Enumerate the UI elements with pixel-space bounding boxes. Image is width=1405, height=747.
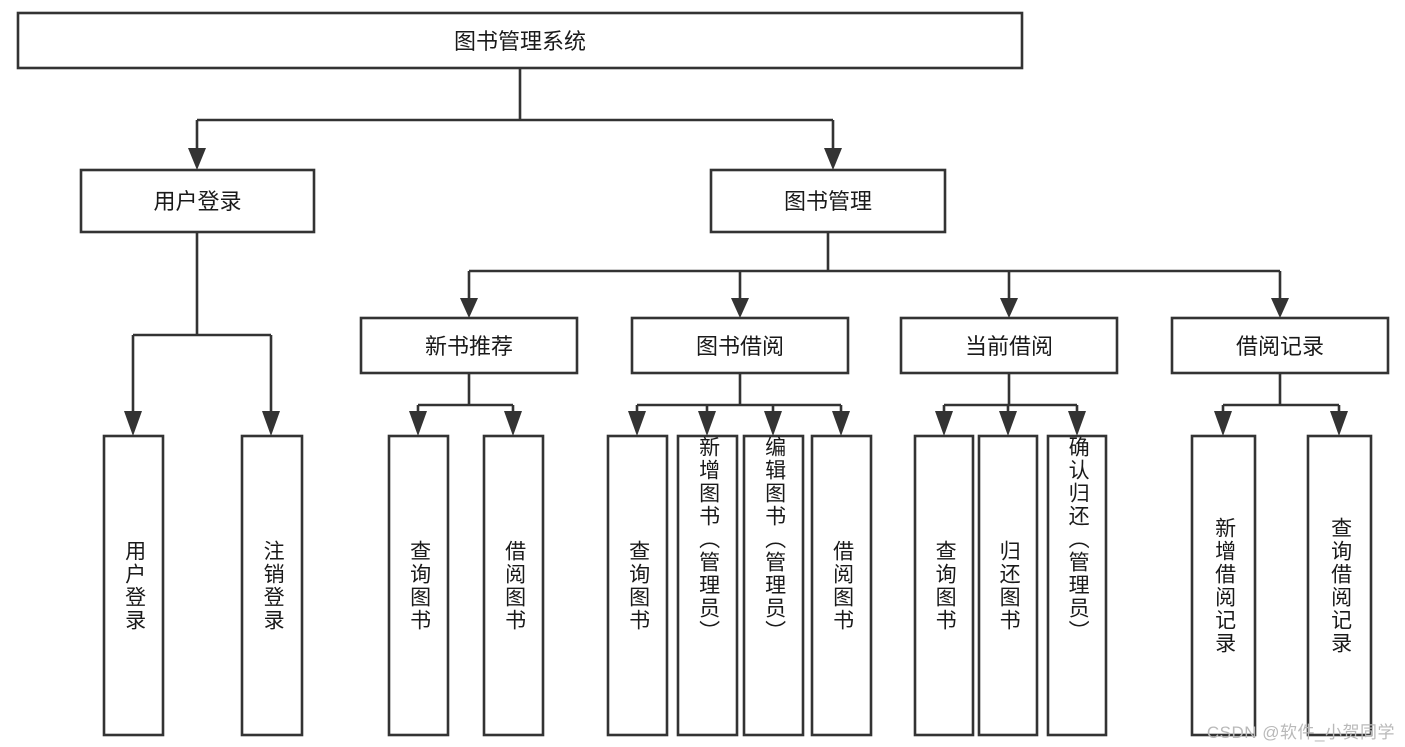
arrow-head-leaf-query-record [1330,411,1348,436]
leaf-node-user-login-box[interactable] [102,434,165,737]
leaf-node-borrow-book-1-box[interactable] [482,434,545,737]
node-borrow-record-box [1170,316,1390,375]
arrow-head-leaf-confirm-return [1068,411,1086,436]
node-book-management-label: 图书管理 [784,189,872,214]
node-current-borrow[interactable]: 当前借阅 [899,316,1119,375]
node-book-management[interactable]: 图书管理 [709,168,947,234]
node-root-system-label: 图书管理系统 [454,29,586,54]
leaf-node-borrow-book-2-box[interactable] [810,434,873,737]
arrow-head-to-book-manage [824,148,842,170]
arrow-head-leaf-user-login [124,411,142,436]
node-current-borrow-label: 当前借阅 [965,334,1053,359]
node-book-borrow[interactable]: 图书借阅 [630,316,850,375]
leaf-node-query-record-box[interactable] [1306,434,1373,737]
node-book-borrow-label: 图书借阅 [696,334,784,359]
arrow-head-leaf-borrow-book-1 [504,411,522,436]
leaf-node-logout-login-box[interactable] [240,434,304,737]
connector-newbookrec-to-leaves [416,373,515,415]
arrow-head-leaf-query-book-1 [409,411,427,436]
connector-root-to-level2 [195,68,835,152]
arrow-head-leaf-edit-book [764,411,782,436]
leaf-node-query-book-1-box[interactable] [387,434,450,737]
arrow-head-to-book-borrow [731,298,749,318]
connector-userlogin-to-leaves [131,232,273,415]
node-current-borrow-box [899,316,1119,375]
node-borrow-record-label: 借阅记录 [1236,334,1324,359]
leaf-node-add-book-box[interactable] [676,434,739,737]
arrow-head-leaf-add-record [1214,411,1232,436]
connector-layer [124,68,1348,436]
leaf-node-edit-book-box[interactable] [742,434,805,737]
node-new-book-recommend[interactable]: 新书推荐 [359,316,579,375]
node-user-login[interactable]: 用户登录 [79,168,316,234]
node-user-login-label: 用户登录 [153,189,241,214]
leaf-node-confirm-return-box[interactable] [1046,434,1108,737]
node-borrow-record[interactable]: 借阅记录 [1170,316,1390,375]
node-new-book-recommend-box [359,316,579,375]
arrow-head-leaf-return-book [999,411,1017,436]
arrow-head-leaf-logout-login [262,411,280,436]
node-root-system[interactable]: 图书管理系统 [16,11,1024,70]
arrow-head-to-new-book-rec [460,298,478,318]
arrow-head-to-borrow-record [1271,298,1289,318]
leaf-node-query-book-3-box[interactable] [913,434,975,737]
node-book-borrow-box [630,316,850,375]
leaf-node-add-record-box[interactable] [1190,434,1257,737]
connector-bookborrow-to-leaves [635,373,843,415]
arrow-head-leaf-query-book-2 [628,411,646,436]
node-user-login-box [79,168,316,234]
connector-currentborrow-to-leaves [942,373,1079,415]
leaf-node-return-book-box[interactable] [977,434,1039,737]
node-new-book-recommend-label: 新书推荐 [425,334,513,359]
connector-borrowrecord-to-leaves [1221,373,1341,415]
arrow-head-to-user-login [188,148,206,170]
leaf-box-layer [102,434,1373,737]
connector-bookmanage-to-level3 [467,232,1282,302]
arrow-head-leaf-query-book-3 [935,411,953,436]
arrow-head-leaf-borrow-book-2 [832,411,850,436]
leaf-node-query-book-2-box[interactable] [606,434,669,737]
node-root-system-box [16,11,1024,70]
arrow-head-leaf-add-book [698,411,716,436]
csdn-watermark: CSDN @软件_小贺同学 [1206,723,1395,742]
arrow-head-to-current-borrow [1000,298,1018,318]
node-book-management-box [709,168,947,234]
